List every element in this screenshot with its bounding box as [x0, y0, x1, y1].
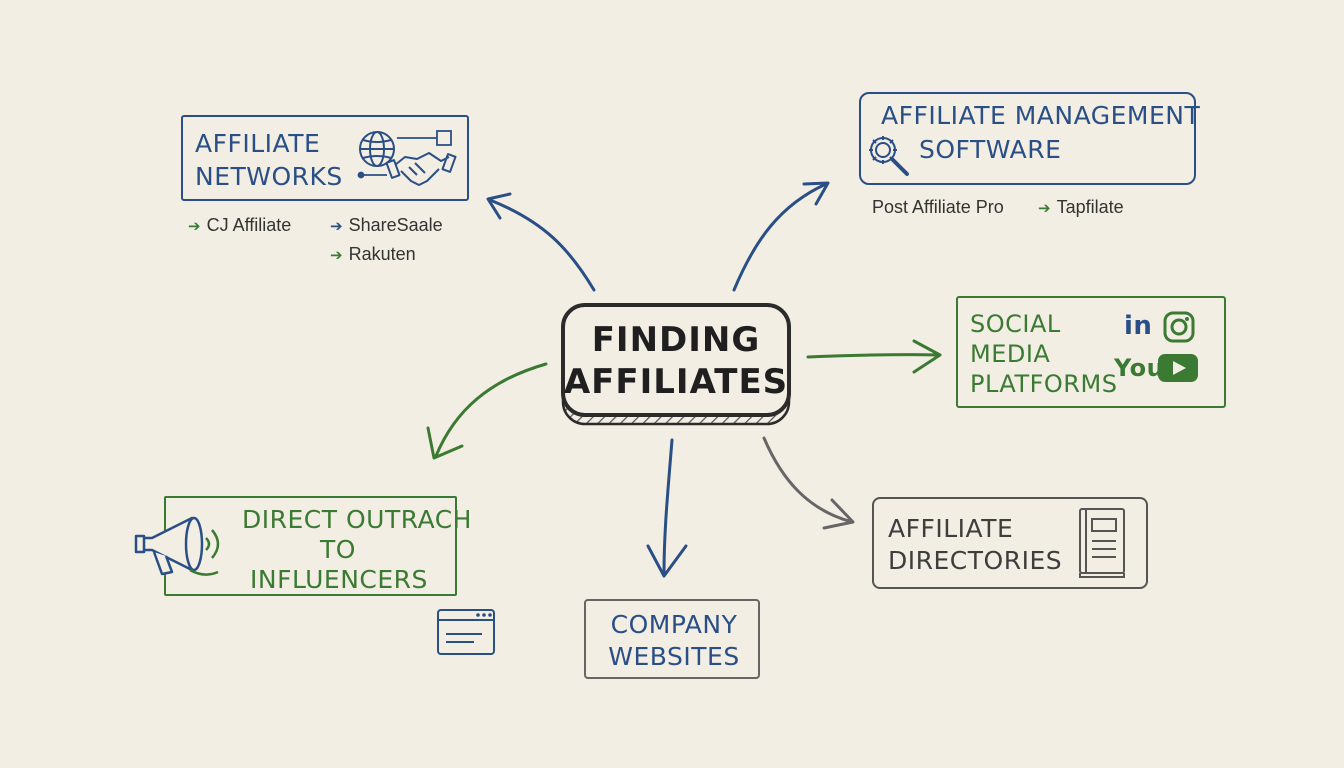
arrow-right-icon: ➔ — [330, 217, 343, 235]
node-social-media-platforms: SOCIAL MEDIA PLATFORMS in You — [956, 296, 1226, 408]
example-post-affiliate-pro: Post Affiliate Pro — [872, 197, 1004, 217]
arrow-to-networks — [488, 198, 596, 292]
arrow-to-social — [806, 353, 940, 359]
network-link-icon — [357, 130, 452, 179]
arrow-to-websites — [662, 438, 674, 576]
example-cj-affiliate: CJ Affiliate — [206, 215, 292, 235]
software-example-2: ➔ Tapfilate — [1038, 197, 1124, 218]
arrowhead-outreach — [426, 426, 464, 460]
arrow-right-icon: ➔ — [188, 217, 201, 235]
center-node: FINDING AFFILIATES — [560, 302, 792, 428]
node-affiliate-networks: AFFILIATE NETWORKS — [181, 115, 469, 201]
node-company-websites: COMPANY WEBSITES — [584, 599, 760, 679]
gear-magnifier-icon — [869, 136, 909, 176]
megaphone-icon — [134, 516, 220, 576]
directories-title-line2: DIRECTORIES — [888, 546, 1063, 575]
center-node-frame — [561, 303, 791, 426]
networks-example-1: ➔ CJ Affiliate — [188, 215, 291, 236]
networks-title-line2: NETWORKS — [195, 162, 343, 191]
websites-title-line1: COMPANY — [610, 610, 738, 639]
software-title-line2: SOFTWARE — [919, 135, 1062, 164]
arrow-to-outreach — [434, 362, 548, 458]
browser-window-icon — [437, 609, 495, 655]
directories-title-line1: AFFILIATE — [888, 514, 1014, 543]
networks-icons — [357, 130, 457, 186]
arrow-to-directories — [762, 436, 854, 524]
arrowhead-websites — [646, 544, 688, 578]
arrow-right-icon: ➔ — [330, 246, 343, 264]
arrowhead-software — [802, 181, 830, 206]
example-sharesale: ShareSaale — [348, 215, 443, 235]
node-affiliate-directories: AFFILIATE DIRECTORIES — [872, 497, 1148, 589]
youtube-icon — [1158, 354, 1198, 382]
networks-example-2: ➔ ShareSaale — [330, 215, 443, 236]
arrowhead-social — [912, 339, 942, 374]
software-example-1: Post Affiliate Pro — [872, 197, 1004, 218]
center-title-line1: FINDING — [591, 320, 761, 360]
networks-example-3: ➔ Rakuten — [330, 244, 416, 265]
book-icon — [1079, 508, 1125, 578]
handshake-icon — [385, 152, 457, 186]
linkedin-icon: in — [1124, 311, 1153, 341]
center-title-line2: AFFILIATES — [563, 362, 789, 402]
social-title-line1: SOCIAL — [970, 310, 1061, 338]
node-affiliate-management-software: AFFILIATE MANAGEMENT SOFTWARE — [859, 92, 1200, 185]
example-tapfilate: Tapfilate — [1056, 197, 1124, 217]
websites-title-line2: WEBSITES — [608, 642, 740, 671]
social-title-line2: MEDIA — [970, 340, 1051, 368]
example-rakuten: Rakuten — [348, 244, 416, 264]
social-title-line3: PLATFORMS — [970, 370, 1118, 398]
globe-icon — [359, 131, 395, 167]
software-title-line1: AFFILIATE MANAGEMENT — [881, 101, 1201, 130]
outreach-title-line3: INFLUENCERS — [250, 565, 428, 594]
arrowhead-networks — [486, 192, 512, 220]
instagram-icon — [1163, 311, 1195, 343]
arrowhead-directories — [822, 498, 855, 530]
outreach-title-line2: TO — [320, 535, 356, 564]
arrow-right-icon: ➔ — [1038, 199, 1051, 217]
youtube-wordmark: You — [1114, 354, 1165, 382]
outreach-title-line1: DIRECT OUTRACH — [242, 505, 472, 534]
networks-title-line1: AFFILIATE — [195, 129, 321, 158]
arrow-to-software — [732, 182, 828, 292]
node-direct-outreach: DIRECT OUTRACH TO INFLUENCERS — [164, 496, 472, 596]
